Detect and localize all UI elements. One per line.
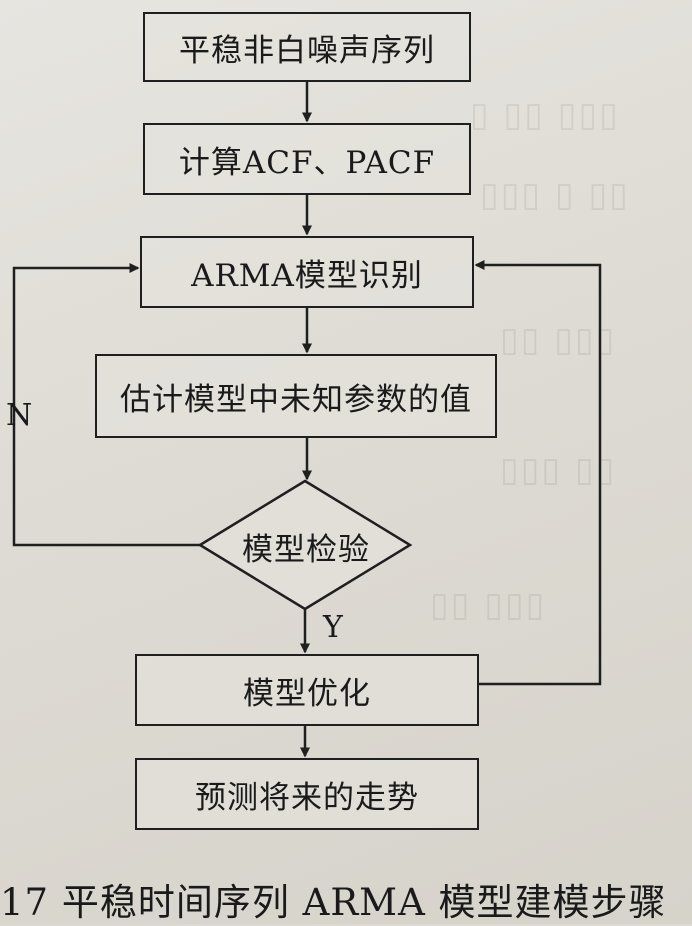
decision-check-label: 模型检验 xyxy=(242,531,370,568)
bleed-through-texture: ▯ ▯▯ ▯▯▯ xyxy=(470,95,620,135)
node-compute-acf-pacf: 计算ACF、PACF xyxy=(143,123,471,195)
node-model-optimization: 模型优化 xyxy=(135,654,479,726)
bleed-through-texture: ▯▯ ▯▯▯ xyxy=(500,320,617,360)
node-model-identification: ARMA模型识别 xyxy=(140,236,474,308)
loop-no-back-to-identify xyxy=(12,263,200,547)
node-forecast: 预测将来的走势 xyxy=(135,758,479,830)
bleed-through-texture: ▯▯▯ ▯▯ xyxy=(500,450,617,490)
node-identify-label: ARMA模型识别 xyxy=(191,257,423,294)
decision-model-check: 模型检验 xyxy=(200,521,412,571)
node-start-label: 平稳非白噪声序列 xyxy=(179,32,435,69)
branch-label-no: N xyxy=(6,398,33,433)
node-start: 平稳非白噪声序列 xyxy=(143,12,471,82)
figure-caption: 17 平稳时间序列 ARMA 模型建模步骤 xyxy=(0,881,667,924)
node-parameter-estimation: 估计模型中未知参数的值 xyxy=(95,354,497,438)
bleed-through-texture: ▯▯▯ ▯ ▯▯ xyxy=(480,175,630,215)
node-compute-label: 计算ACF、PACF xyxy=(178,144,436,181)
branch-label-yes: Y xyxy=(323,610,343,645)
node-forecast-label: 预测将来的走势 xyxy=(195,779,419,816)
node-estimate-label: 估计模型中未知参数的值 xyxy=(120,381,472,418)
bleed-through-texture: ▯▯ ▯▯▯ xyxy=(430,585,547,625)
loop-optimize-back-to-identify xyxy=(474,260,602,686)
node-optimize-label: 模型优化 xyxy=(243,675,371,712)
